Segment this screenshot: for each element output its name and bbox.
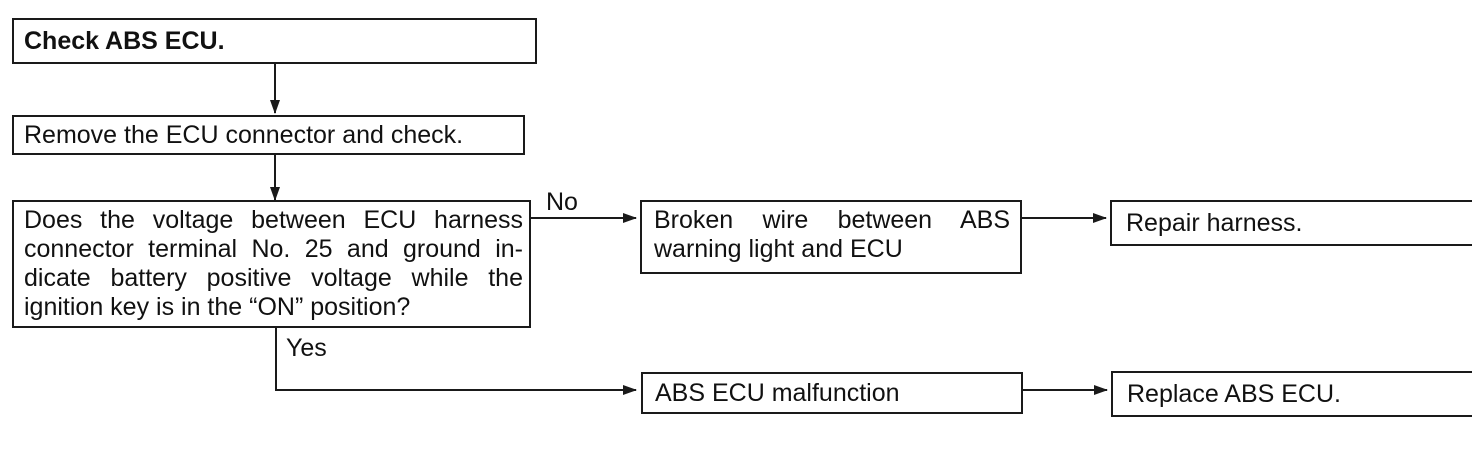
decision-voltage-question: Does the voltage between ECU harness con… [12,200,531,328]
result-abs-ecu-malfunction: ABS ECU malfunction [641,372,1023,414]
action-repair-harness: Repair harness. [1110,200,1472,246]
action-label: Replace ABS ECU. [1127,380,1341,408]
result-label: Broken wire between ABS warning light an… [654,206,1010,263]
decision-label: Does the voltage between ECU harness con… [24,206,523,321]
step-label: Remove the ECU connector and check. [24,121,464,149]
result-broken-wire: Broken wire between ABS warning light an… [640,200,1022,274]
step-label: Check ABS ECU. [24,27,225,55]
branch-label-yes: Yes [286,334,327,362]
arrow-yes-branch [275,327,637,395]
action-label: Repair harness. [1126,209,1303,237]
step-check-abs-ecu: Check ABS ECU. [12,18,537,64]
result-label: ABS ECU malfunction [655,379,900,407]
step-remove-connector: Remove the ECU connector and check. [12,115,525,155]
action-replace-abs-ecu: Replace ABS ECU. [1111,371,1472,417]
branch-label-no: No [546,188,578,216]
